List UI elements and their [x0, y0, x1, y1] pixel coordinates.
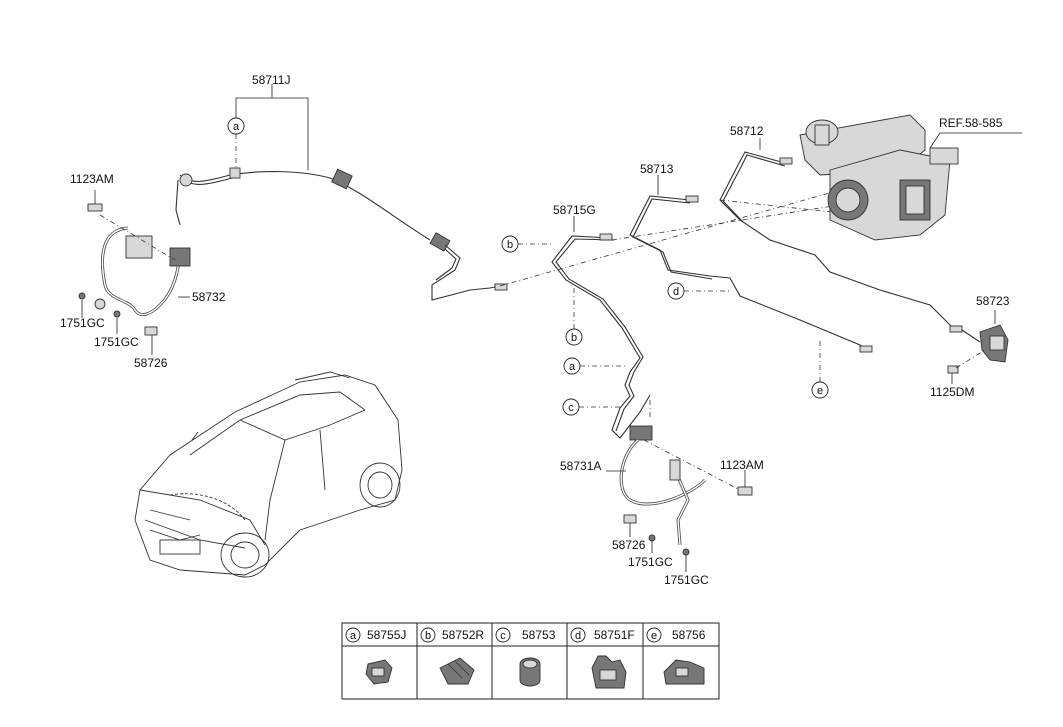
wheel-sensor-58723 — [961, 324, 1009, 363]
svg-text:d: d — [575, 630, 581, 642]
clip-1751GC-left-a — [78, 292, 86, 300]
harness-58711J — [175, 84, 501, 301]
abs-modulator-unit — [799, 114, 959, 241]
callout-b-left: b — [501, 235, 519, 253]
parts-legend-table: a 58755J b 58752R c 58753 d 58751F — [341, 622, 720, 700]
legend-cell-d: d 58751F — [570, 627, 635, 689]
brake-hose-58732 — [94, 214, 191, 317]
svg-text:b: b — [571, 332, 577, 344]
label-58713: 58713 — [640, 162, 674, 176]
svg-text:e: e — [651, 630, 657, 642]
callout-c: c — [562, 398, 580, 416]
label-1123AM-left: 1123AM — [70, 172, 114, 186]
bolt-58726-right — [623, 514, 637, 524]
label-1751GC-left-a: 1751GC — [60, 316, 105, 330]
callout-d: d — [667, 282, 685, 300]
clip-1751GC-right-b — [682, 548, 690, 556]
svg-text:b: b — [425, 630, 431, 642]
callout-e: e — [811, 381, 829, 399]
label-1125DM: 1125DM — [930, 385, 974, 399]
label-ref-58-585: REF.58-585 — [939, 116, 1003, 130]
clip-1751GC-left-b — [113, 310, 121, 318]
bolt-1123AM-left — [87, 203, 103, 212]
callout-a-top: a — [227, 117, 245, 135]
svg-text:c: c — [500, 630, 506, 642]
legend-part-e: 58756 — [672, 628, 706, 642]
legend-cell-e: e 58756 — [646, 627, 706, 685]
label-58715G: 58715G — [553, 203, 596, 217]
callout-a-lower: a — [563, 357, 581, 375]
legend-part-a: 58755J — [367, 628, 406, 642]
label-58726-right: 58726 — [612, 538, 646, 552]
legend-part-b: 58752R — [442, 628, 484, 642]
svg-text:a: a — [233, 121, 240, 133]
label-58732: 58732 — [192, 290, 226, 304]
clip-1751GC-right-a — [648, 534, 656, 542]
label-58731A: 58731A — [560, 459, 601, 473]
vehicle-illustration — [134, 371, 403, 578]
label-58723: 58723 — [976, 294, 1010, 308]
label-1123AM-right: 1123AM — [720, 458, 764, 472]
label-58726-left: 58726 — [134, 356, 168, 370]
legend-cell-c: c 58753 — [495, 627, 556, 687]
svg-text:c: c — [568, 402, 574, 414]
brake-tubes — [494, 151, 963, 439]
label-1751GC-right-a: 1751GC — [628, 555, 673, 569]
svg-text:a: a — [569, 361, 576, 373]
svg-text:b: b — [507, 239, 513, 251]
label-58712: 58712 — [730, 124, 764, 138]
bolt-1123AM-right — [737, 486, 753, 496]
svg-text:a: a — [350, 630, 357, 642]
clip-58752R-icon — [439, 657, 475, 685]
bolt-1125DM — [947, 365, 959, 374]
legend-cell-a: a 58755J — [345, 627, 406, 685]
label-1751GC-left-b: 1751GC — [94, 335, 139, 349]
bolt-58726-left — [144, 326, 158, 336]
label-1751GC-right-b: 1751GC — [664, 573, 709, 587]
ref-leader — [929, 132, 1022, 149]
callout-b-lower: b — [565, 328, 583, 346]
brake-hose-58731A — [619, 400, 741, 546]
legend-part-c: 58753 — [522, 628, 556, 642]
legend-part-d: 58751F — [594, 628, 635, 642]
svg-text:e: e — [817, 385, 823, 397]
label-58711J: 58711J — [252, 73, 290, 87]
legend-cell-b: b 58752R — [420, 627, 484, 685]
svg-text:d: d — [673, 286, 679, 298]
